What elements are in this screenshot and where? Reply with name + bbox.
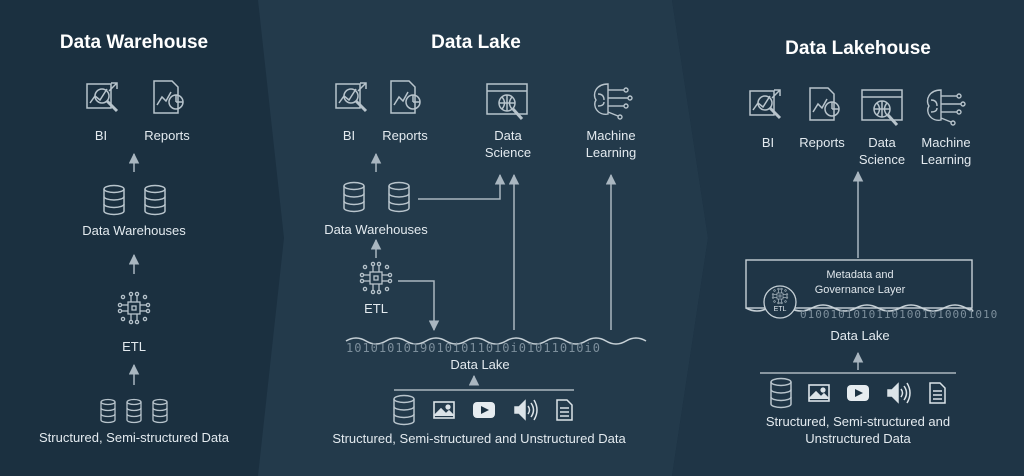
lake-etl-label: ETL: [364, 301, 388, 316]
lakehouse-reports-label: Reports: [799, 135, 845, 150]
lake-sources-label: Structured, Semi-structured and Unstruct…: [332, 431, 626, 446]
lake-title: Data Lake: [431, 32, 521, 53]
lake-data-science-label: Data Science: [484, 128, 532, 160]
lakehouse-etl-label: ETL: [773, 306, 787, 313]
warehouse-sources-label: Structured, Semi-structured Data: [38, 430, 230, 445]
warehouse-column: [85, 80, 184, 424]
lake-store-label: Data Warehouses: [324, 222, 428, 237]
warehouse-reports-label: Reports: [144, 128, 190, 143]
warehouse-etl-label: ETL: [122, 339, 146, 354]
lakehouse-bi-label: BI: [761, 135, 775, 150]
warehouse-title: Data Warehouse: [59, 32, 209, 53]
lakehouse-title: Data Lakehouse: [785, 38, 931, 59]
lakehouse-binary-stream: 01001010101101001010001010: [800, 308, 999, 321]
lakehouse-column: [745, 87, 974, 409]
lakehouse-machine-learning-label: Machine Learning: [920, 135, 972, 167]
lakehouse-lake-label: Data Lake: [830, 328, 890, 343]
lake-reports-label: Reports: [382, 128, 428, 143]
lake-machine-learning-label: Machine Learning: [585, 128, 637, 160]
lakehouse-sources-label: Structured, Semi-structured and Unstruct…: [765, 414, 951, 446]
lake-binary-stream: 1010101019010i011010i01011010i0: [346, 341, 601, 355]
lakehouse-data-science-label: Data Science: [858, 135, 906, 167]
lake-lake-label: Data Lake: [450, 357, 510, 372]
lake-bi-label: BI: [342, 128, 356, 143]
warehouse-bi-label: BI: [94, 128, 108, 143]
warehouse-store-label: Data Warehouses: [82, 223, 186, 238]
lake-column: [334, 80, 647, 426]
lakehouse-governance-label: Metadata and Governance Layer: [814, 269, 906, 296]
